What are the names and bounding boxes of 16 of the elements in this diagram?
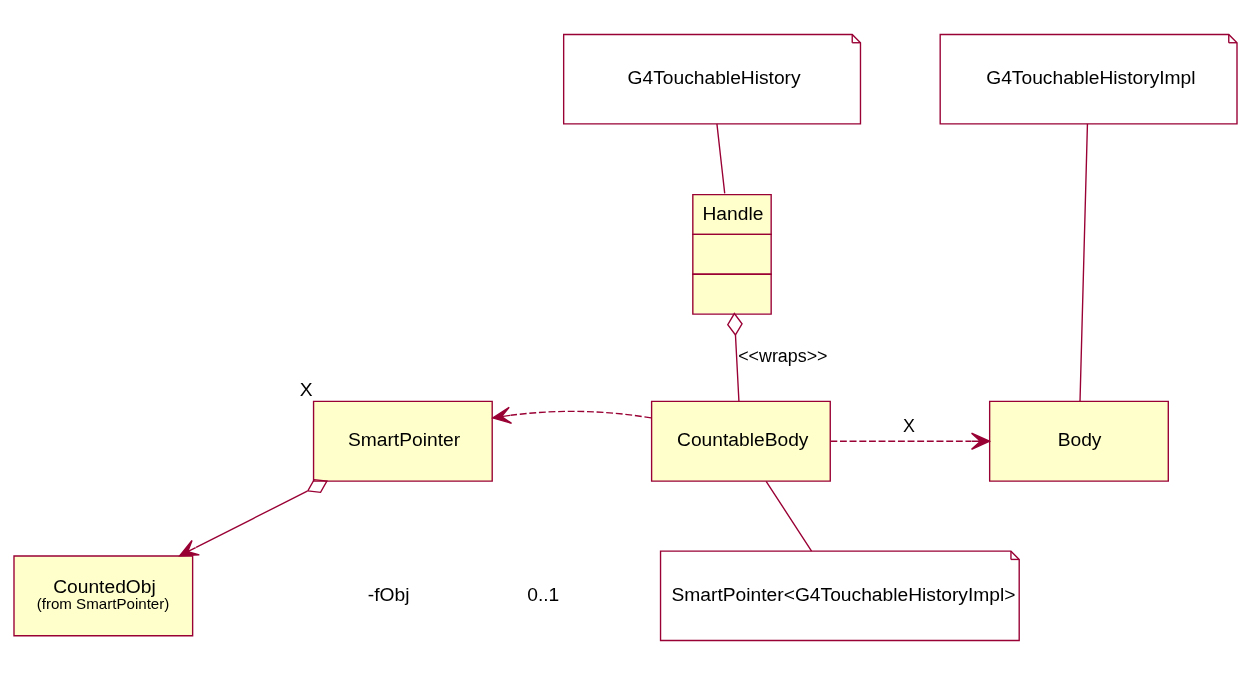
connector	[716, 122, 726, 194]
node-box: CountableBody	[650, 400, 831, 482]
node-box: SmartPointer	[312, 400, 493, 482]
node-box: CountedObj (from SmartPointer)	[13, 554, 194, 636]
connector	[726, 311, 743, 402]
arrow	[492, 406, 652, 424]
edge-label: X	[903, 415, 915, 436]
label: -fObj	[367, 583, 410, 605]
node-box: Body	[988, 400, 1169, 482]
arrow	[179, 478, 328, 556]
arrow	[829, 432, 991, 450]
edge-label: <<wraps>>	[738, 345, 828, 366]
node-label: X	[299, 378, 313, 400]
connector	[765, 480, 813, 552]
label: 0..1	[527, 583, 560, 605]
connector	[1079, 122, 1089, 402]
